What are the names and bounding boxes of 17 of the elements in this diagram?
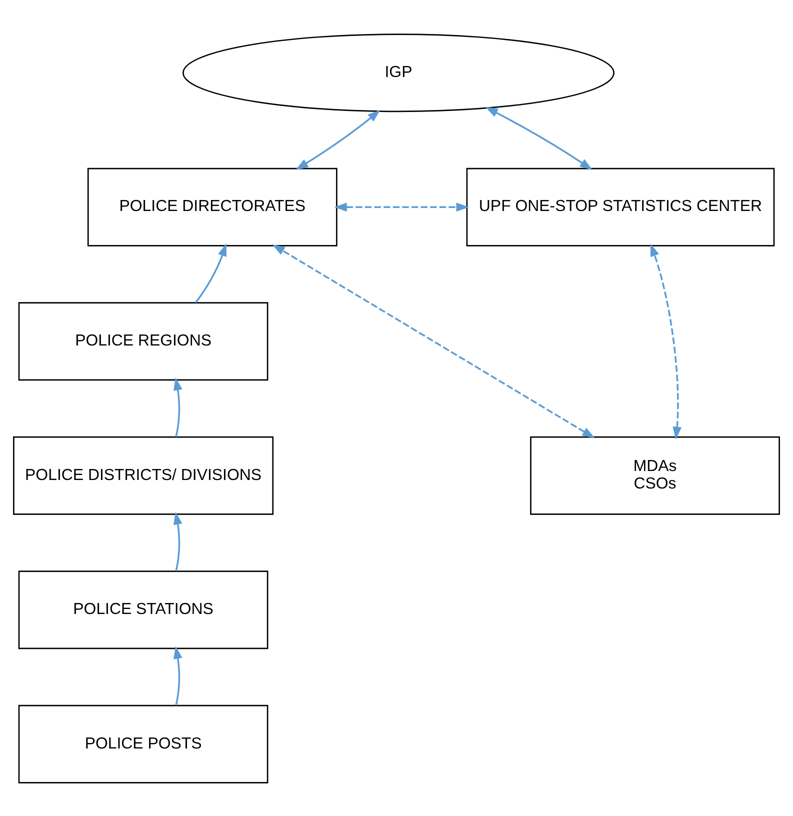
node-box: POLICE POSTS bbox=[18, 704, 268, 783]
arrow bbox=[650, 243, 682, 440]
arrow bbox=[296, 109, 380, 170]
node-box: UPF ONE-STOP STATISTICS CENTER bbox=[466, 167, 775, 246]
node-box: POLICE DIRECTORATES bbox=[87, 167, 338, 246]
node-ellipse: IGP bbox=[182, 33, 614, 112]
node-box: POLICE REGIONS bbox=[18, 302, 268, 380]
arrow bbox=[174, 376, 182, 437]
arrow bbox=[195, 242, 227, 303]
arrow bbox=[485, 106, 593, 170]
arrow bbox=[334, 202, 470, 212]
arrow bbox=[174, 511, 182, 571]
node-box: POLICE DISTRICTS/ DIVISIONS bbox=[13, 436, 274, 514]
node-box: POLICE STATIONS bbox=[18, 570, 268, 649]
arrow bbox=[174, 646, 182, 706]
node-box: MDAs CSOs bbox=[530, 436, 780, 514]
arrow bbox=[272, 244, 595, 438]
